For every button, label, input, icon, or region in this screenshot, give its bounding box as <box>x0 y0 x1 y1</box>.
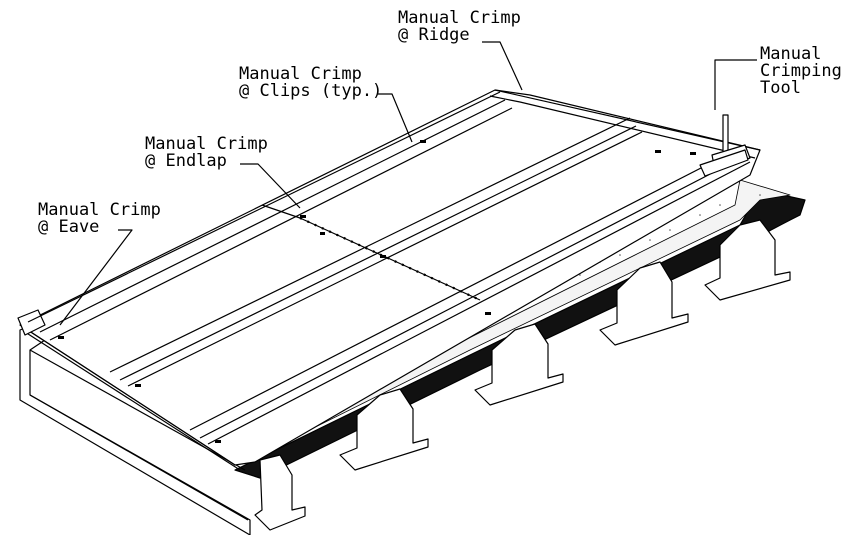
label-endlap-line1: Manual Crimp <box>145 134 268 154</box>
label-ridge-line2: @ Ridge <box>398 25 470 45</box>
label-eave-line1: Manual Crimp <box>38 200 161 220</box>
label-ridge-line1: Manual Crimp <box>398 8 521 28</box>
leader-eave <box>59 229 133 326</box>
label-eave: Manual Crimp @ Eave <box>38 202 161 236</box>
label-tool-line2: Crimping <box>760 61 842 81</box>
crimping-tool-drawing <box>699 114 751 177</box>
label-clips-line1: Manual Crimp <box>239 64 362 84</box>
label-tool-line3: Tool <box>760 78 801 98</box>
label-tool: Manual Crimping Tool <box>760 46 842 97</box>
clip-marks <box>58 140 696 443</box>
label-tool-line1: Manual <box>760 44 822 64</box>
label-endlap: Manual Crimp @ Endlap <box>145 136 268 170</box>
label-clips: Manual Crimp @ Clips (typ.) <box>239 66 382 100</box>
label-endlap-line2: @ Endlap <box>145 151 227 171</box>
panel-seams <box>27 91 751 445</box>
leader-tool <box>714 59 757 110</box>
purlins <box>254 219 791 531</box>
label-eave-line2: @ Eave <box>38 217 100 237</box>
label-clips-line2: @ Clips (typ.) <box>239 81 383 101</box>
leader-endlap <box>240 163 301 209</box>
leader-ridge <box>482 41 523 91</box>
leader-clips <box>378 93 413 143</box>
label-ridge: Manual Crimp @ Ridge <box>398 10 521 44</box>
